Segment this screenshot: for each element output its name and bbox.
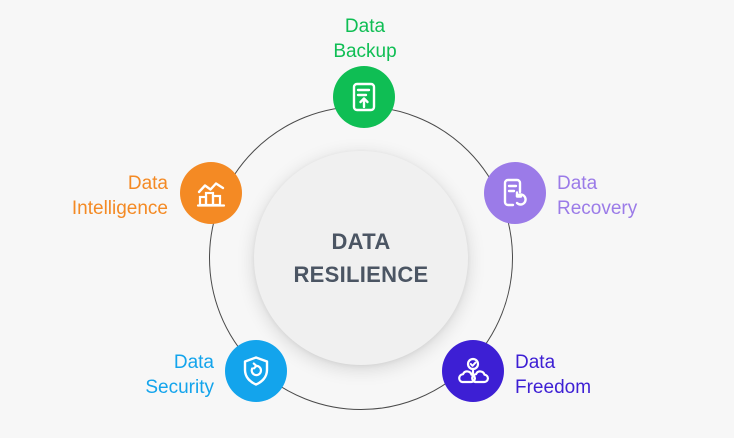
document-restore-icon — [503, 178, 527, 207]
security-label: Data Security — [145, 352, 214, 398]
center-title-line2: RESILIENCE — [293, 262, 429, 287]
analytics-chart-icon — [196, 182, 226, 207]
document-upload-icon — [352, 82, 376, 112]
center-circle: DATA RESILIENCE — [254, 151, 468, 365]
cloud-network-icon — [458, 357, 489, 384]
freedom-node — [442, 340, 504, 402]
recovery-node — [484, 162, 546, 224]
intelligence-label: Data Intelligence — [71, 173, 168, 219]
intelligence-node — [180, 162, 242, 224]
center-title-line1: DATA — [331, 229, 391, 254]
recovery-label: Data Recovery — [557, 173, 638, 219]
shield-refresh-icon — [243, 356, 269, 386]
security-node — [225, 340, 287, 402]
freedom-label: Data Freedom — [515, 352, 592, 398]
backup-label: Data Backup — [333, 16, 397, 62]
backup-node — [333, 66, 395, 128]
